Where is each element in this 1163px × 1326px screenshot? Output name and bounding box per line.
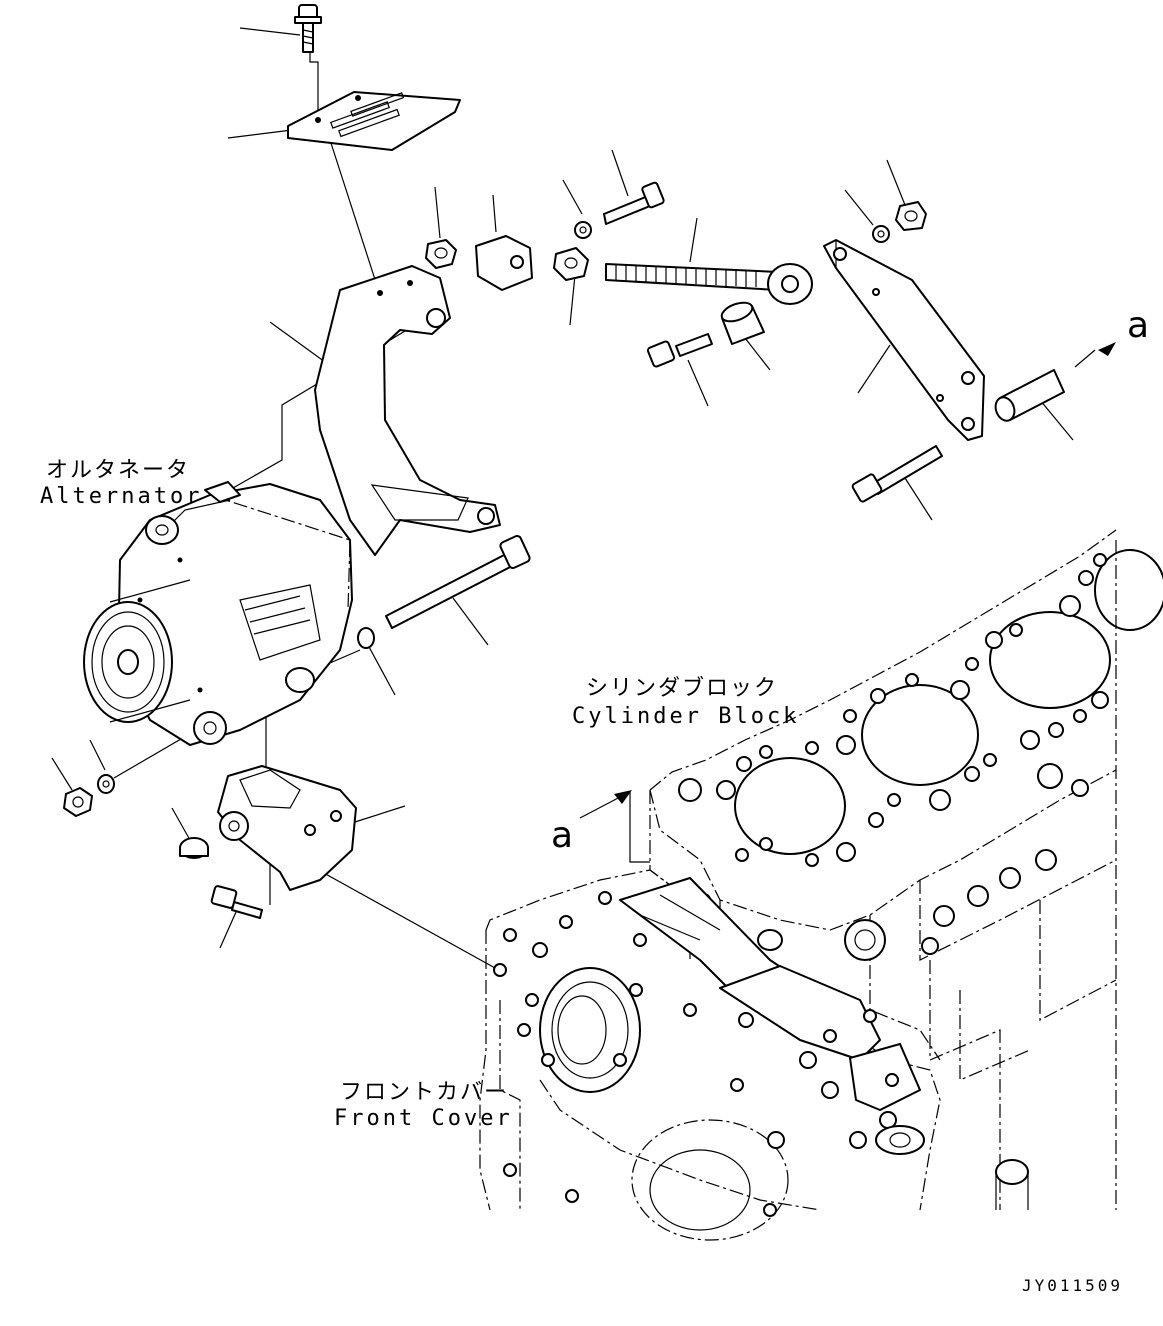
leader-lines — [51, 27, 1096, 969]
drawing-code: JY011509 — [1022, 1276, 1124, 1295]
cylinder-block-label-jp: シリンダブロック — [586, 676, 779, 701]
long-bolt — [357, 534, 531, 649]
reference-mark-a-top: a — [1127, 305, 1150, 346]
front-cover-label-jp: フロントカバー — [340, 1080, 509, 1105]
upper-hardware — [425, 181, 927, 368]
upper-bracket — [314, 265, 501, 556]
cylinder-block-label-en: Cylinder Block — [572, 704, 800, 729]
front-cover — [479, 790, 941, 1241]
alternator-label-en: Alternator — [40, 484, 203, 509]
alternator-label-jp: オルタネータ — [46, 458, 191, 483]
front-cover-label-en: Front Cover — [334, 1106, 513, 1131]
cylinder-block — [649, 529, 1163, 1210]
reference-mark-a-block: a — [551, 815, 574, 856]
top-bolt — [294, 4, 322, 53]
shield-plate — [287, 91, 461, 151]
alternator-body — [83, 481, 353, 746]
lower-bracket — [179, 765, 357, 919]
left-nut-washer — [63, 774, 115, 817]
flat-bracket — [823, 239, 1116, 503]
